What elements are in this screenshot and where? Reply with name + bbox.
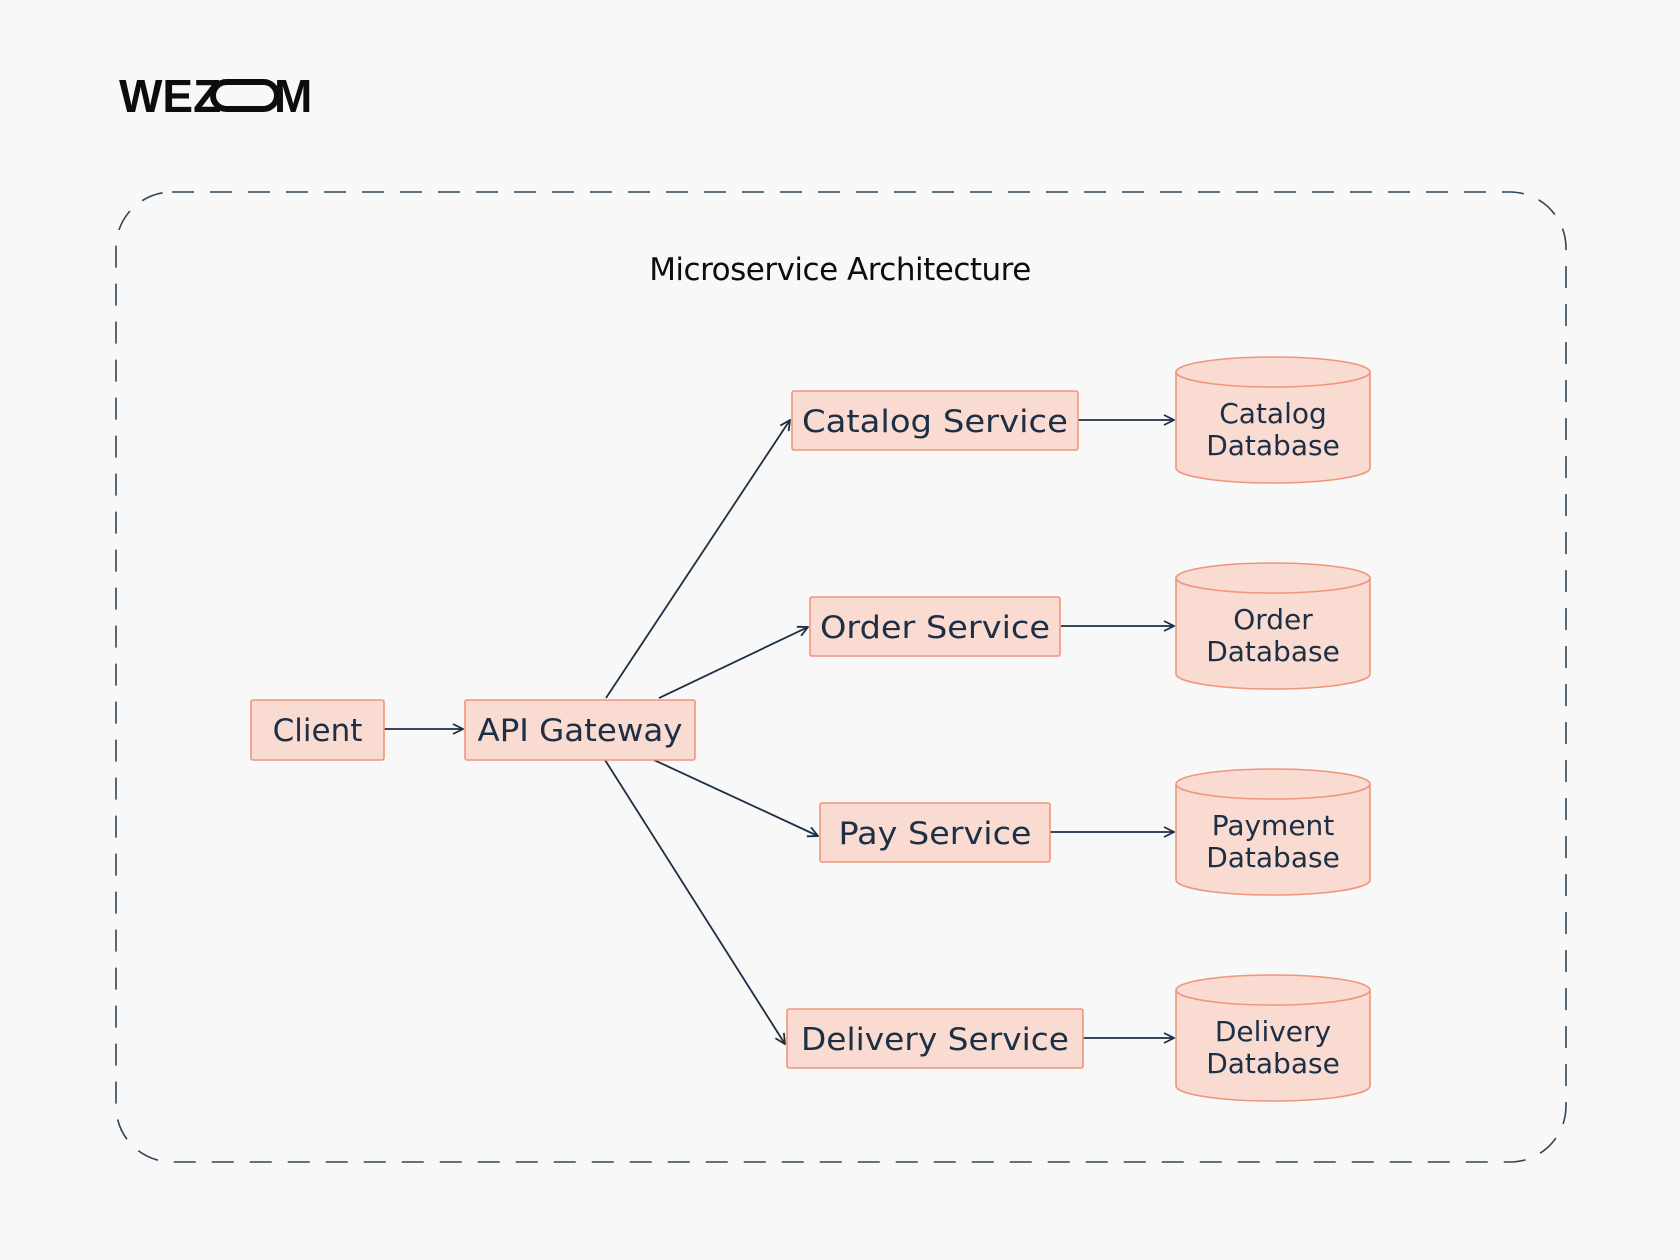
edge-gateway-delivery: [604, 759, 785, 1044]
node-box: [464, 699, 696, 761]
node-client-label: Client: [273, 713, 363, 749]
node-box: [819, 802, 1051, 863]
node-delivery-service-label: Delivery Service: [801, 1022, 1069, 1058]
node-pay-service-label: Pay Service: [839, 816, 1032, 852]
db-order-line1: Order: [1233, 603, 1313, 636]
db-payment-line2: Database: [1206, 841, 1340, 874]
cylinder-body: [1175, 990, 1371, 1102]
node-delivery-service: Delivery Service: [786, 1008, 1084, 1069]
db-delivery-line2: Database: [1206, 1047, 1340, 1080]
db-payment: Payment Database: [1175, 768, 1371, 896]
node-client: Client: [250, 699, 385, 761]
node-box: [791, 390, 1079, 451]
logo-text-right: M: [274, 70, 312, 122]
edge-gateway-pay: [653, 759, 818, 836]
db-catalog: Catalog Database: [1175, 356, 1371, 484]
node-catalog-service-label: Catalog Service: [802, 404, 1068, 440]
cylinder-body: [1175, 372, 1371, 484]
edges: [384, 420, 1174, 1044]
node-catalog-service: Catalog Service: [791, 390, 1079, 451]
node-pay-service: Pay Service: [819, 802, 1051, 863]
node-order-service-label: Order Service: [820, 610, 1050, 646]
node-box: [809, 596, 1061, 657]
edge-gateway-order: [658, 627, 808, 699]
db-order: Order Database: [1175, 562, 1371, 690]
cylinder-body: [1175, 784, 1371, 896]
db-order-line2: Database: [1206, 635, 1340, 668]
diagram-title: Microservice Architecture: [649, 252, 1031, 288]
cylinder-top: [1175, 562, 1371, 594]
node-box: [786, 1008, 1084, 1069]
node-box: [250, 699, 385, 761]
db-payment-line1: Payment: [1212, 809, 1335, 842]
cylinder-body: [1175, 578, 1371, 690]
node-api-gateway-label: API Gateway: [478, 713, 683, 749]
db-delivery: Delivery Database: [1175, 974, 1371, 1102]
cylinder-top: [1175, 356, 1371, 388]
diagram-frame: [115, 191, 1567, 1163]
node-api-gateway: API Gateway: [464, 699, 696, 761]
node-order-service: Order Service: [809, 596, 1061, 657]
cylinder-top: [1175, 768, 1371, 800]
edge-gateway-catalog: [605, 420, 790, 699]
logo-text-left: WEZ: [119, 70, 221, 122]
db-catalog-line2: Database: [1206, 429, 1340, 462]
db-catalog-line1: Catalog: [1219, 397, 1327, 430]
logo-o-shape: [210, 79, 280, 112]
wezom-logo: WEZ M: [119, 70, 312, 122]
cylinder-top: [1175, 974, 1371, 1006]
db-delivery-line1: Delivery: [1215, 1015, 1331, 1048]
